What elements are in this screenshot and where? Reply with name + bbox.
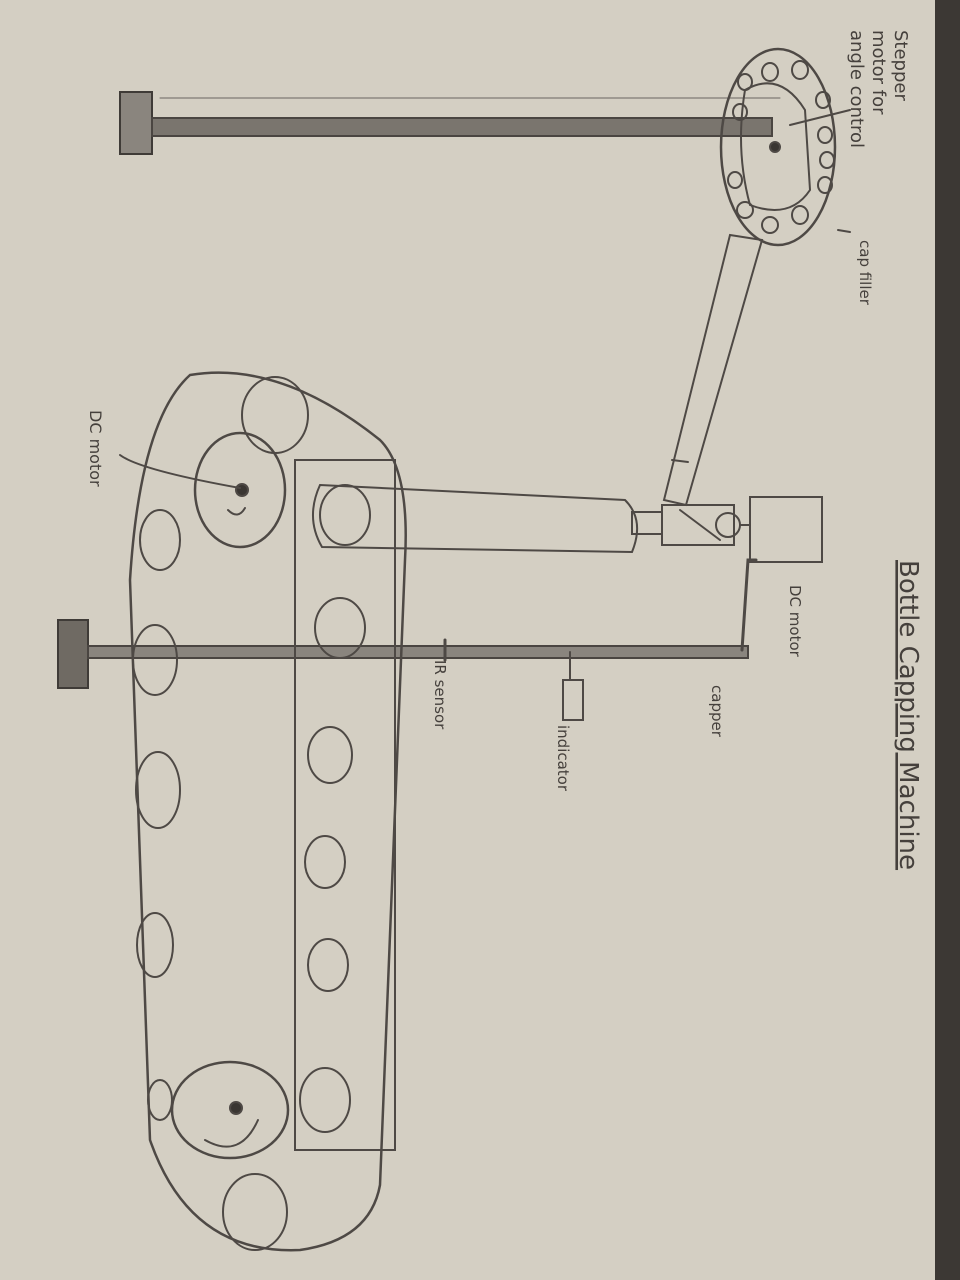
ir-sensor-label: IR sensor — [431, 660, 449, 730]
mid-pole-base — [58, 620, 88, 688]
cap-filler-hub — [770, 142, 780, 152]
top-pole-base — [120, 92, 152, 154]
top-dc-motor-label: DC motor — [786, 585, 804, 658]
top-pole — [152, 118, 772, 136]
dark-edge — [935, 0, 960, 1280]
stepper-label-line2: motor for — [868, 30, 889, 115]
bottom-dc-motor-label: DC motor — [86, 410, 105, 487]
capper-label: capper — [708, 685, 726, 738]
stepper-label-line1: Stepper — [890, 30, 911, 101]
mid-pole — [88, 646, 748, 658]
diagram-title: Bottle Capping Machine — [893, 560, 923, 870]
indicator-label: indicator — [554, 725, 572, 792]
stepper-label-line3: angle control — [846, 30, 867, 148]
cap-filler-label: cap filler — [856, 240, 874, 306]
